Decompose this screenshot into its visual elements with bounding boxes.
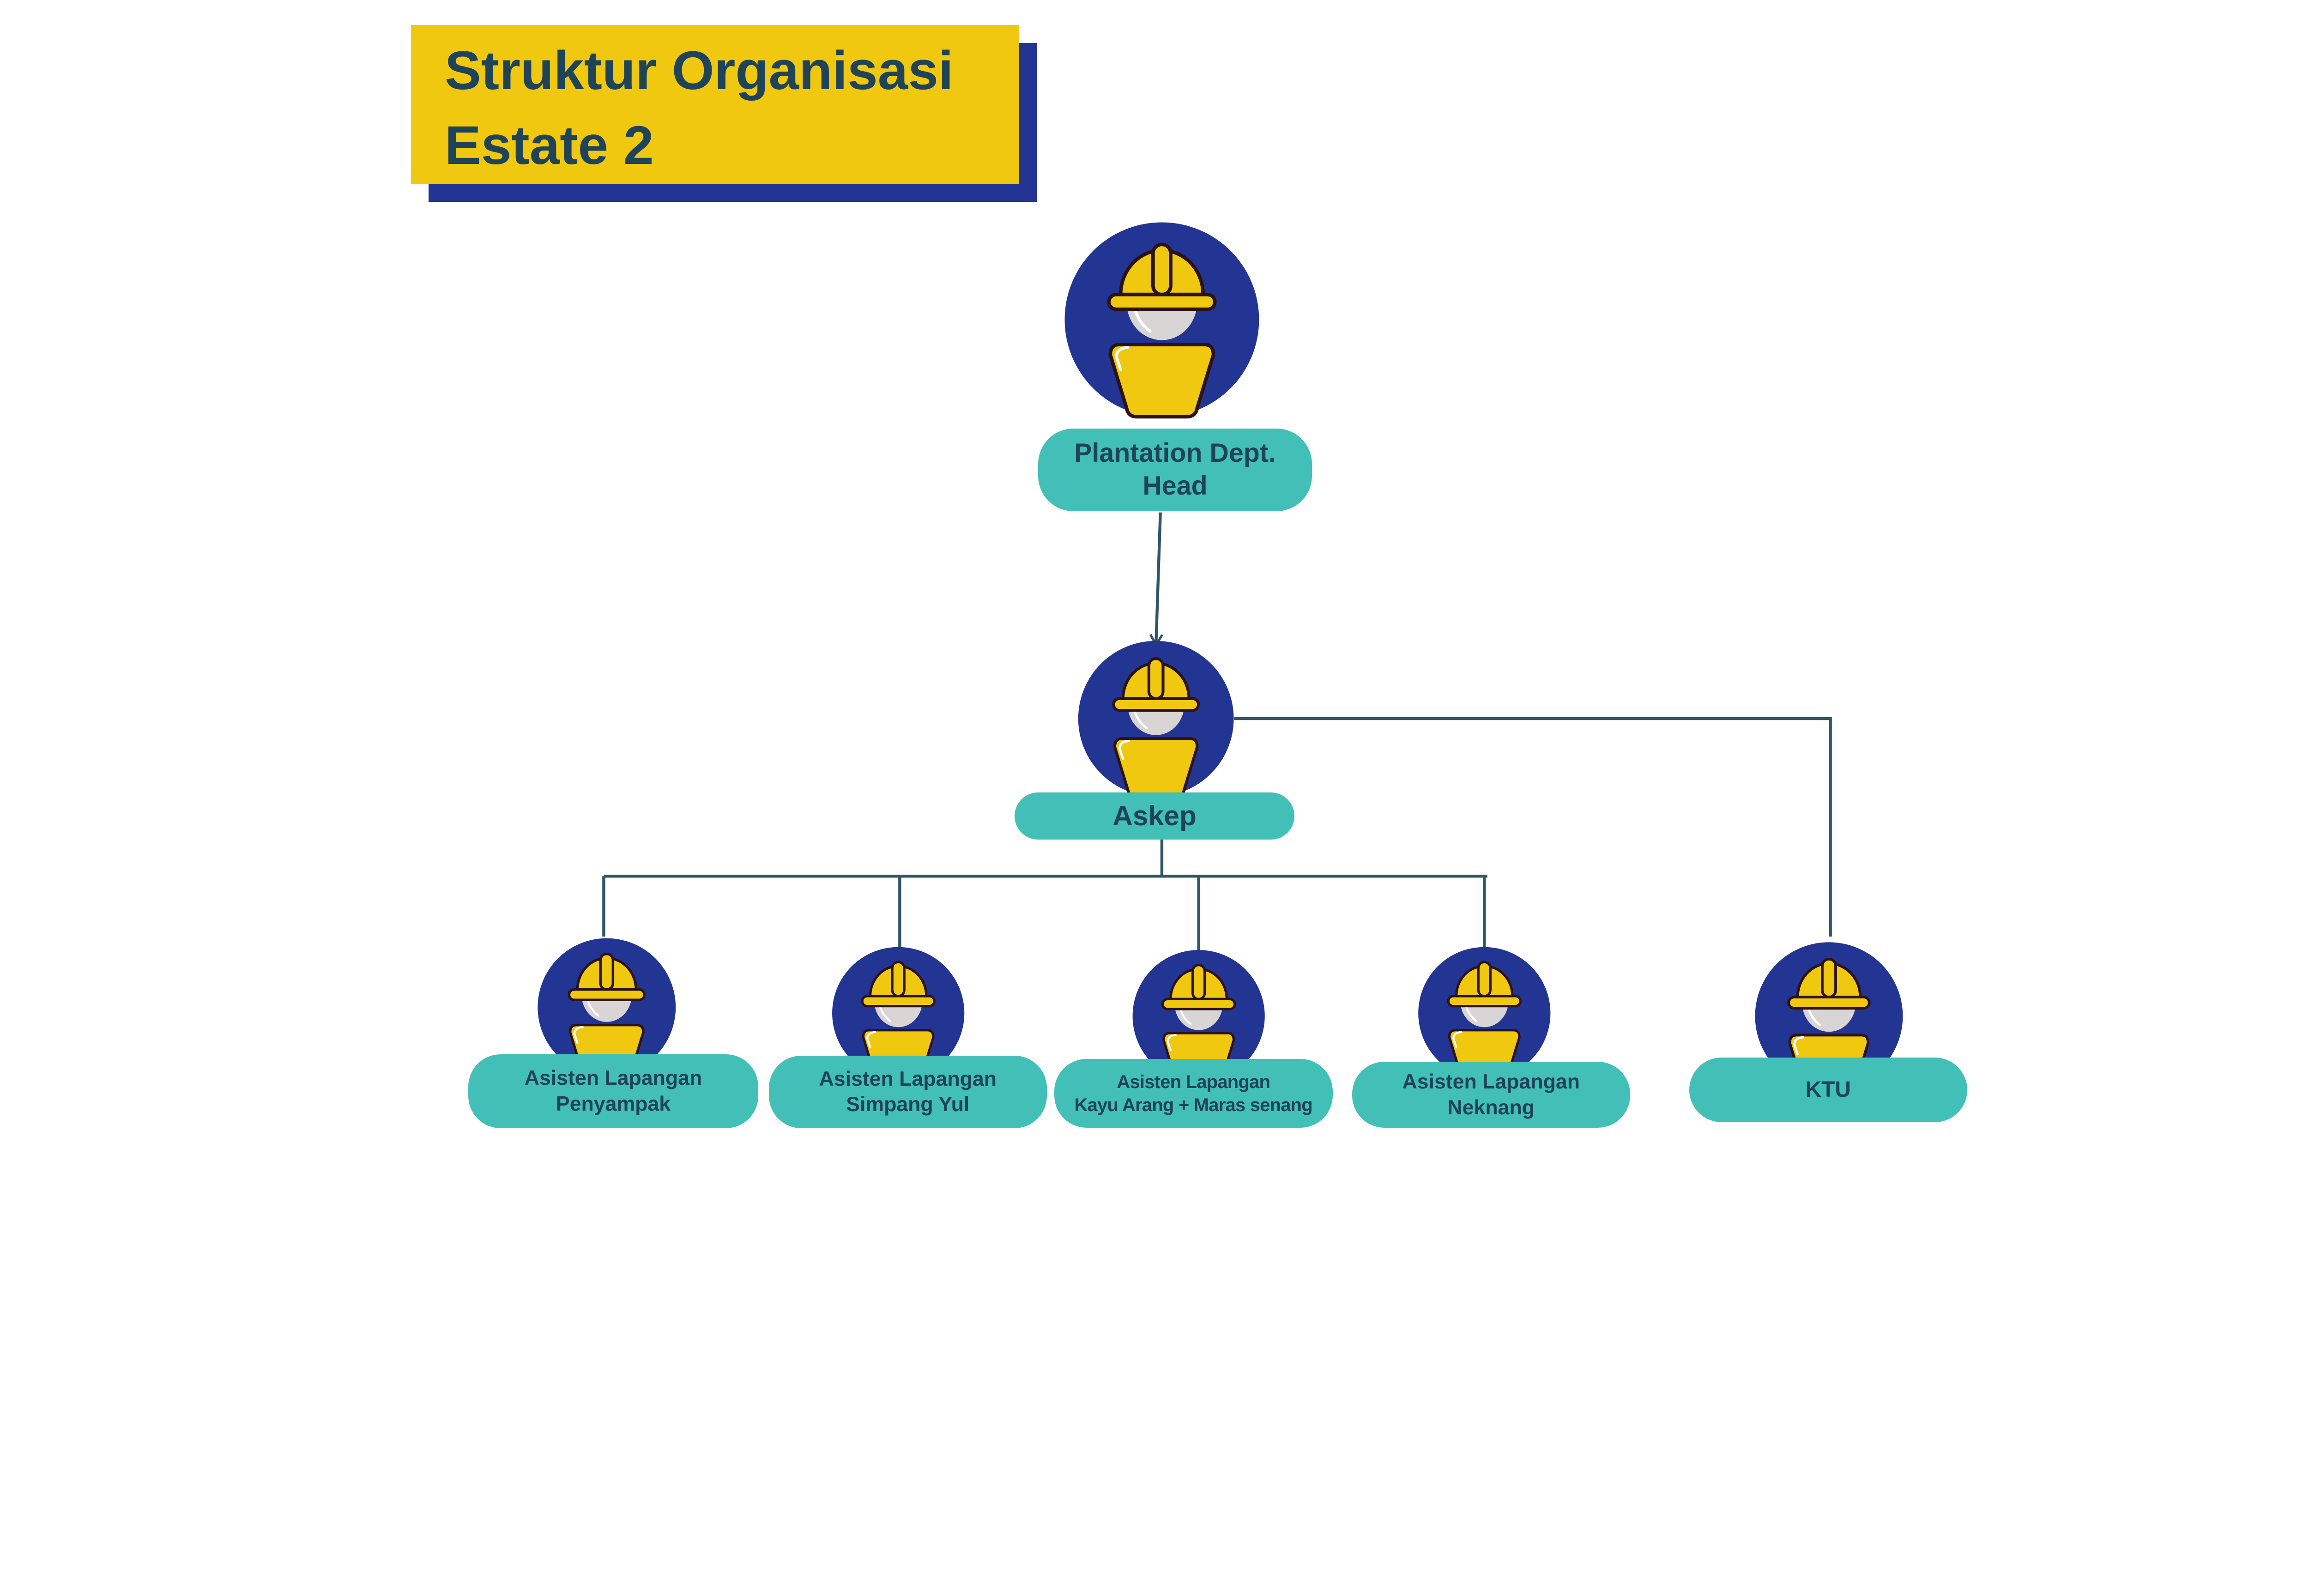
connector-askep-ktu [1234, 717, 1832, 937]
node-label-line-2: Head [1142, 471, 1208, 501]
title-block: Struktur Organisasi Estate 2 [411, 25, 1019, 184]
node-asisten-simpang-yul: Asisten Lapangan Simpang Yul [768, 1056, 1047, 1128]
node-label: KTU [1805, 1077, 1851, 1102]
node-label-line-2: Simpang Yul [846, 1093, 970, 1116]
node-label-line-1: Asisten Lapangan [524, 1067, 702, 1090]
node-asisten-penyampak: Asisten Lapangan Penyampak [468, 1054, 758, 1128]
node-label: Askep [1112, 799, 1197, 831]
title-line-2: Estate 2 [445, 115, 654, 176]
worker-hardhat-icon [1064, 223, 1259, 417]
node-label-line-1: Plantation Dept. [1074, 438, 1276, 468]
org-chart: Struktur Organisasi Estate 2 Plantation … [0, 0, 2309, 1155]
node-label-line-1: Asisten Lapangan [819, 1067, 997, 1090]
node-label-line-2: Penyampak [556, 1093, 671, 1115]
node-label-line-2: Neknang [1447, 1096, 1535, 1119]
node-asisten-kayu-arang-maras-senang: Asisten Lapangan Kayu Arang + Maras sena… [1054, 1058, 1333, 1128]
node-ktu: KTU [1689, 1057, 1967, 1122]
node-askep: Askep [1015, 792, 1294, 840]
title-line-1: Struktur Organisasi [445, 40, 954, 101]
node-plantation-dept-head: Plantation Dept. Head [1038, 429, 1312, 511]
connectors [602, 512, 1832, 955]
node-asisten-neknang: Asisten Lapangan Neknang [1352, 1062, 1630, 1128]
worker-hardhat-icon [1078, 641, 1234, 797]
node-label-line-1: Asisten Lapangan [1402, 1070, 1580, 1093]
node-label-line-2: Kayu Arang + Maras senang [1074, 1094, 1313, 1115]
worker-hardhat-icon [1418, 947, 1550, 1079]
node-label-line-1: Asisten Lapangan [1117, 1071, 1270, 1092]
connector-head-askep [1149, 512, 1163, 647]
chart-graphics [0, 0, 2309, 1155]
